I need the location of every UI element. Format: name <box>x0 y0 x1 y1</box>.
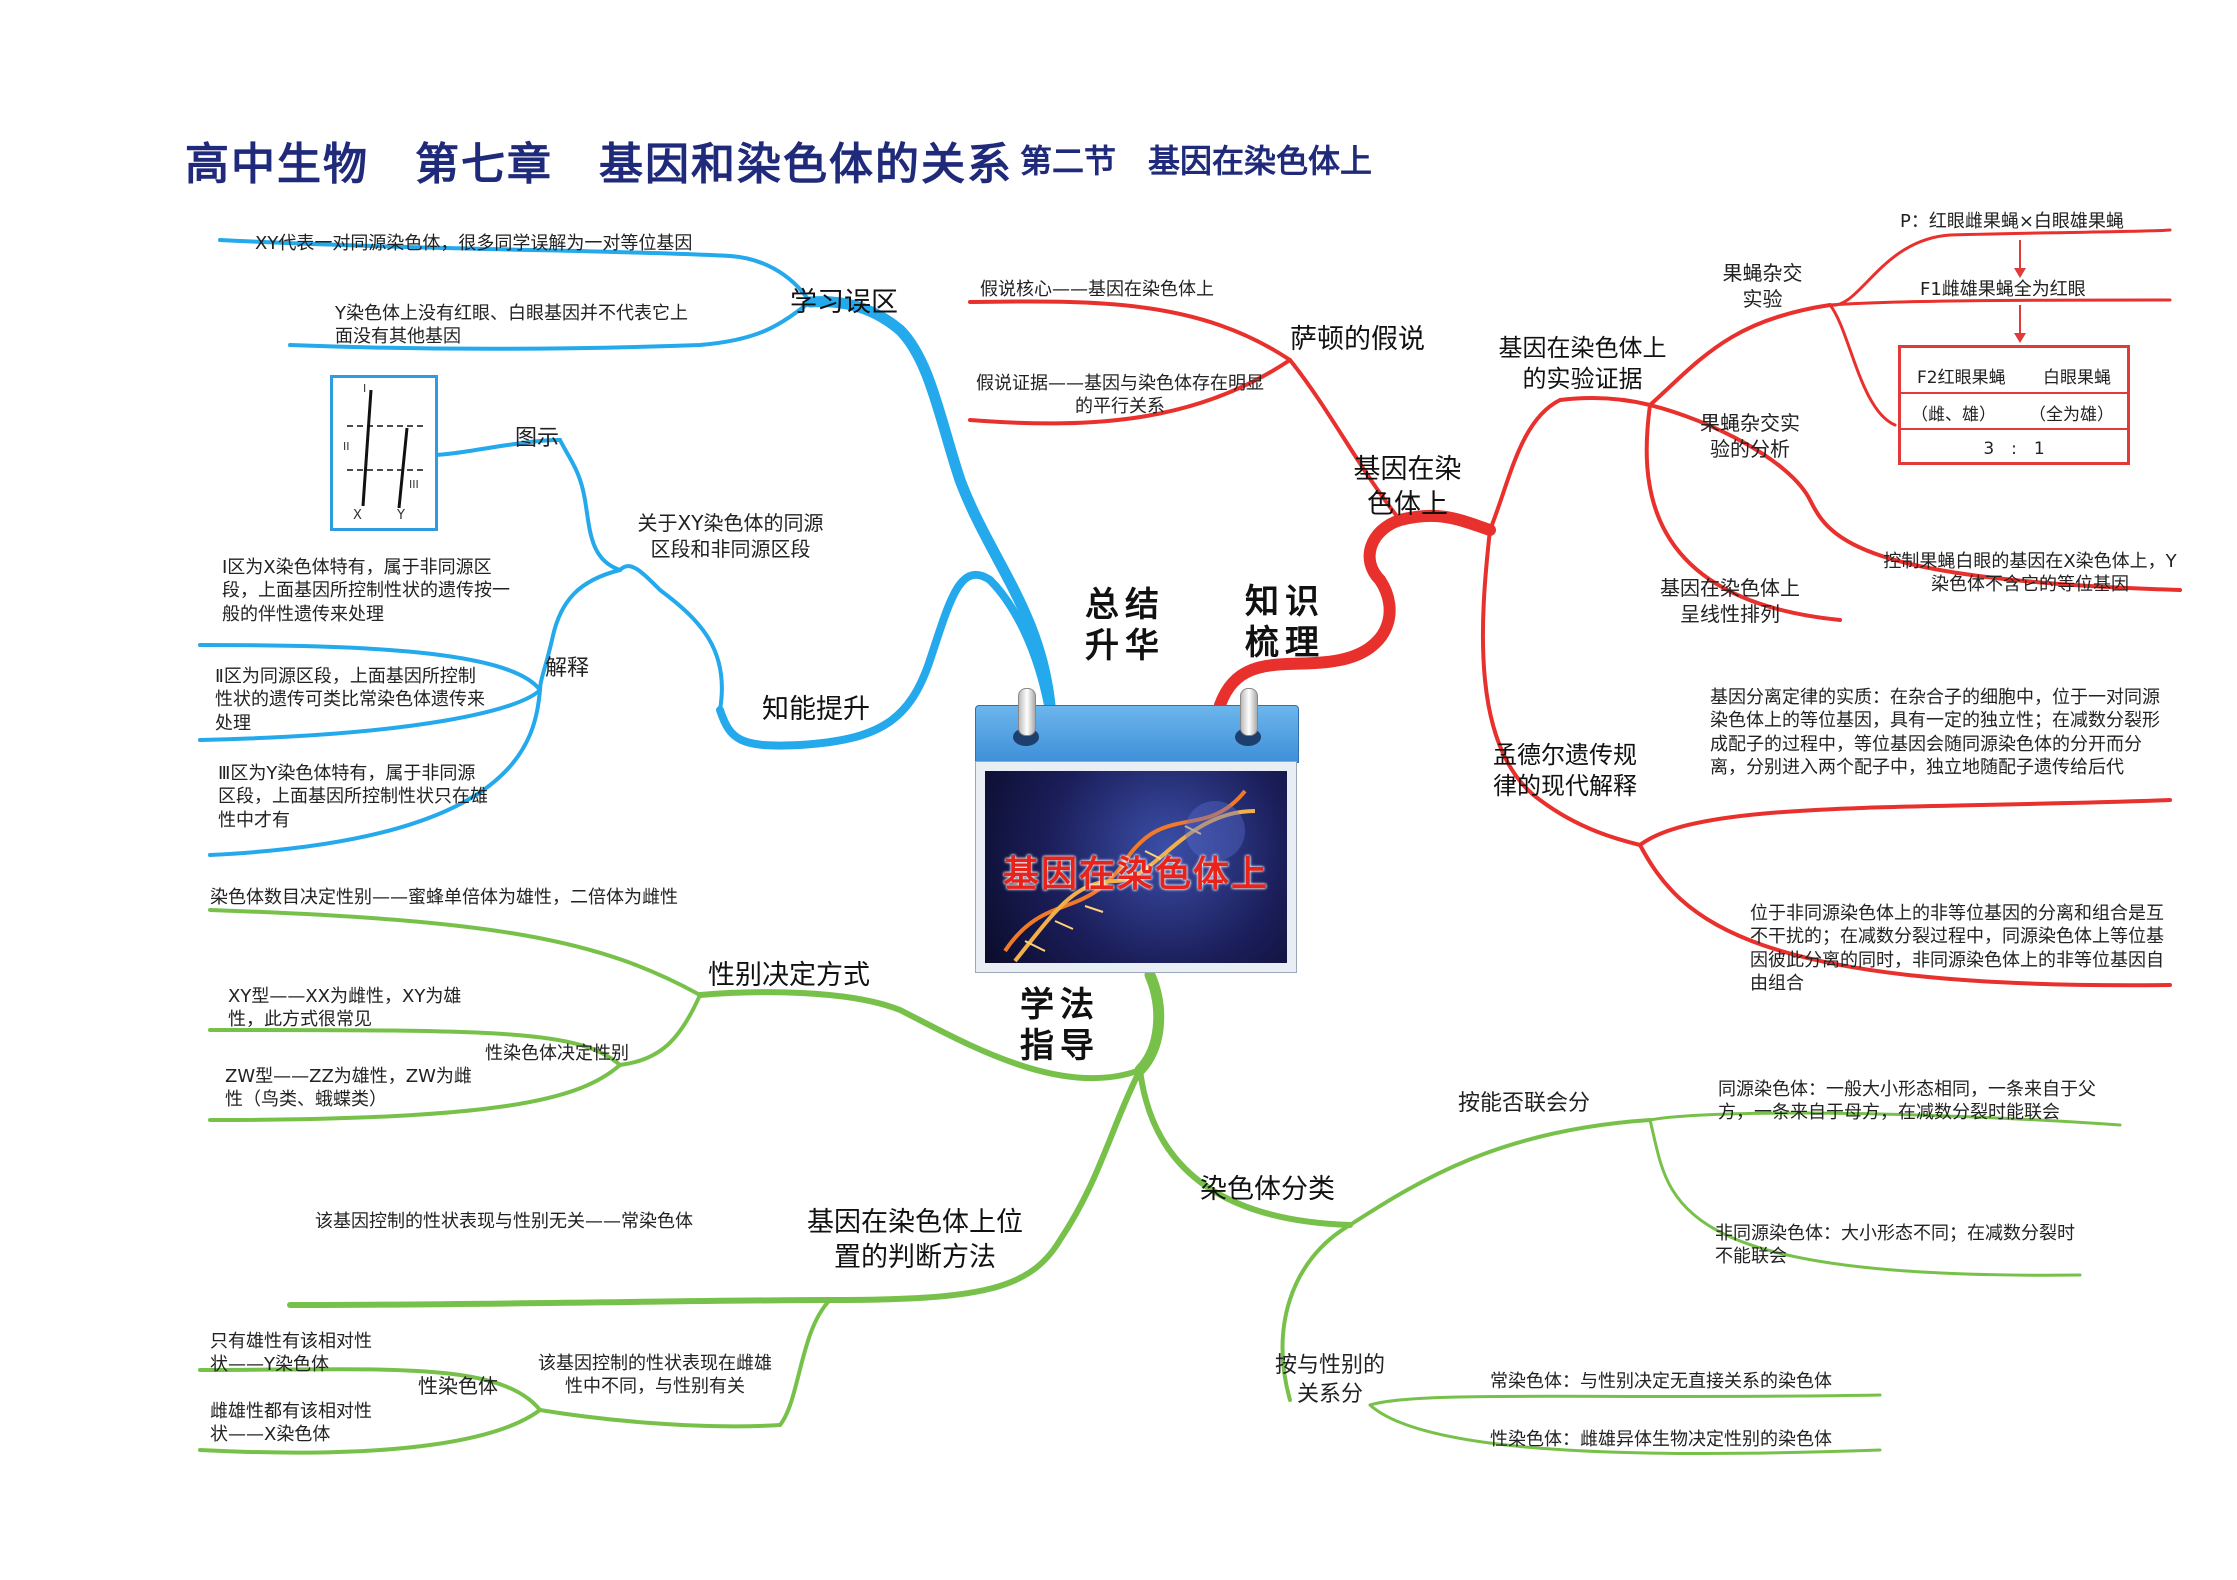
sex-chrom-label: 性染色体 <box>418 1374 498 1398</box>
quadrant-knowledge: 知识梳理 <box>1245 582 1325 663</box>
arrow-down-icon-svg <box>2014 240 2026 278</box>
sex-related-item: 该基因控制的性状表现在雌雄性中不同，与性别有关 <box>538 1353 772 1398</box>
sutton-item-1: 假说核心——基因在染色体上 <box>980 279 1214 300</box>
f2-ratio: 3 : 1 <box>1983 439 2045 459</box>
dna-helix-icon <box>1003 789 1256 963</box>
mistakes-label: 学习误区 <box>790 287 898 318</box>
quadrant-summary: 总结升华 <box>1085 585 1165 666</box>
mistake-item-2: Y染色体上没有红眼、白眼基因并不代表它上面没有其他基因 <box>335 303 688 348</box>
xy-regions-label: 关于XY染色体的同源区段和非同源区段 <box>637 511 824 561</box>
xy-chromosome-diagram: I II III X Y <box>330 375 438 531</box>
explain-item-2: Ⅱ区为同源区段，上面基因所控制性状的遗传可类比常染色体遗传来处理 <box>215 666 485 734</box>
xy-type-item: XY型——XX为雌性，XY为雄性，此方式很常见 <box>228 986 462 1031</box>
diagram-label: 图示 <box>515 426 560 451</box>
f2-result-table: F2红眼果蝇 白眼果蝇 （雌、雄） （全为雄） 3 : 1 <box>1898 345 2130 465</box>
y-chrom-item: 只有雄性有该相对性状——Y染色体 <box>210 1331 372 1376</box>
evidence-label: 基因在染色体上的实验证据 <box>1498 334 1667 394</box>
autosome-def-item: 常染色体：与性别决定无直接关系的染色体 <box>1490 1371 1832 1392</box>
region-ii-label: II <box>343 440 350 453</box>
page-subtitle: 第二节 基因在染色体上 <box>1020 142 1373 180</box>
mendel-item-1: 基因分离定律的实质：在杂合子的细胞中，位于一对同源染色体上的等位基因，具有一定的… <box>1710 687 2160 779</box>
improve-label: 知能提升 <box>762 694 870 725</box>
explain-item-1: I区为X染色体特有，属于非同源区段，上面基因所控制性状的遗传按一般的伴性遗传来处… <box>222 557 510 625</box>
explain-label: 解释 <box>545 656 590 681</box>
mendel-label: 孟德尔遗传规律的现代解释 <box>1493 741 1637 801</box>
y-chrom-label: Y <box>397 508 405 523</box>
table-divider <box>1901 392 2127 394</box>
table-divider <box>1901 428 2127 430</box>
analysis-item: 控制果蝇白眼的基因在X染色体上，Y染色体不含它的等位基因 <box>1883 551 2177 596</box>
binder-ring <box>1240 688 1258 736</box>
region-iii-label: III <box>409 478 419 491</box>
dna-image <box>985 771 1287 963</box>
central-topic: 基因在染色体上 <box>975 688 1299 973</box>
explain-item-3: Ⅲ区为Y染色体特有，属于非同源区段，上面基因所控制性状只在雄性中才有 <box>218 763 488 831</box>
region-i-label: I <box>363 382 367 395</box>
mistake-item-1: XY代表一对同源染色体，很多同学误解为一对等位基因 <box>255 233 693 254</box>
sexchrom-determine-label: 性染色体决定性别 <box>485 1043 629 1064</box>
sutton-item-2: 假说证据——基因与染色体存在明显的平行关系 <box>976 373 1264 418</box>
cross-f1: F1雌雄果蝇全为红眼 <box>1920 279 2086 300</box>
x-chrom-label: X <box>353 508 362 523</box>
classification-label: 染色体分类 <box>1200 1174 1335 1205</box>
calendar-header <box>975 688 1299 763</box>
autosome-item: 该基因控制的性状表现与性别无关——常染色体 <box>315 1211 693 1232</box>
central-topic-label: 基因在染色体上 <box>1002 854 1269 895</box>
zw-type-item: ZW型——ZZ为雄性，ZW为雌性（鸟类、蛾蝶类） <box>225 1066 472 1111</box>
sexchrom-def-item: 性染色体：雌雄异体生物决定性别的染色体 <box>1490 1429 1832 1450</box>
gene-on-chrom-label: 基因在染色体上 <box>1353 454 1462 521</box>
x-chrom-item: 雌雄性都有该相对性状——X染色体 <box>210 1401 372 1446</box>
synapse-label: 按能否联会分 <box>1458 1091 1591 1116</box>
homologous-item: 同源染色体：一般大小形态相同，一条来自于父方，一条来自于母方，在减数分裂时能联会 <box>1718 1079 2096 1124</box>
cross-p: P：红眼雌果蝇×白眼雄果蝇 <box>1900 211 2124 232</box>
arrow-down-icon-svg <box>2014 305 2026 343</box>
sex-count-item: 染色体数目决定性别——蜜蜂单倍体为雄性，二倍体为雌性 <box>210 887 678 908</box>
sex-relation-label: 按与性别的关系分 <box>1275 1353 1386 1407</box>
f2-white-sex: （全为雄） <box>2029 405 2114 425</box>
page-title: 高中生物 第七章 基因和染色体的关系 <box>185 139 1013 190</box>
binder-ring <box>1018 688 1036 736</box>
linear-label: 基因在染色体上呈线性排列 <box>1660 576 1800 626</box>
f2-red-label: F2红眼果蝇 <box>1917 368 2006 388</box>
sutton-label: 萨顿的假说 <box>1290 324 1425 355</box>
f2-white-label: 白眼果蝇 <box>2043 368 2111 388</box>
nonhomologous-item: 非同源染色体：大小形态不同；在减数分裂时不能联会 <box>1715 1223 2075 1268</box>
mendel-item-2: 位于非同源染色体上的非等位基因的分离和组合是互不干扰的；在减数分裂过程中，同源染… <box>1750 903 2164 995</box>
sex-determination-label: 性别决定方式 <box>708 960 870 991</box>
f2-red-sex: （雌、雄） <box>1911 405 1996 425</box>
cross-label: 果蝇杂交实验 <box>1722 261 1803 311</box>
quadrant-method: 学法指导 <box>1020 985 1100 1066</box>
chromosome-icon <box>347 389 423 509</box>
analysis-label: 果蝇杂交实验的分析 <box>1700 411 1800 461</box>
position-method-label: 基因在染色体上位置的判断方法 <box>807 1207 1023 1274</box>
